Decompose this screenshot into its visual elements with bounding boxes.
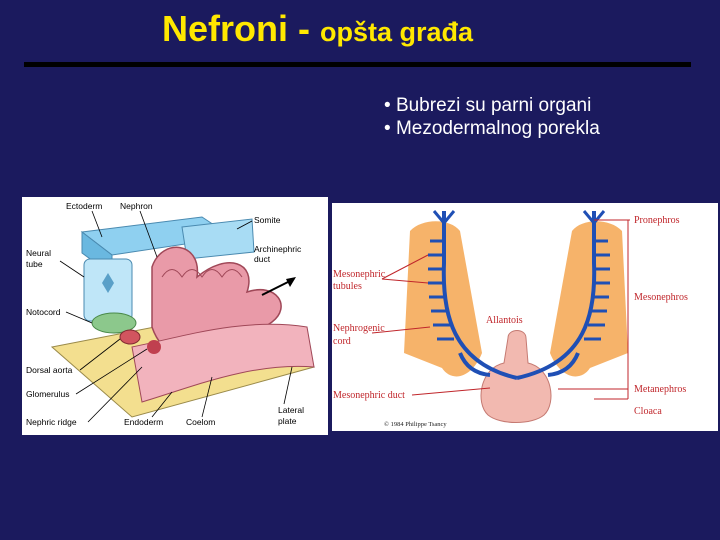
label-cloaca: Cloaca	[634, 406, 662, 417]
label-archinephric: Archinephric	[254, 244, 302, 254]
glomerulus	[147, 340, 161, 354]
label-endoderm: Endoderm	[124, 417, 163, 427]
bullet-list: Bubrezi su parni organi Mezodermalnog po…	[384, 94, 600, 140]
label-lateral-plate: plate	[278, 416, 297, 426]
kidney-development-diagram: Pronephros Mesonephric tubules Mesonephr…	[332, 203, 718, 431]
label-nephron: Nephron	[120, 201, 153, 211]
bullet-item: Mezodermalnog porekla	[384, 117, 600, 140]
arrow-head-icon	[286, 277, 296, 287]
label-pronephros: Pronephros	[634, 215, 680, 226]
slide-title: Nefroni - opšta građa	[162, 8, 473, 50]
embryo-diagram: Ectoderm Nephron Somite Archinephric duc…	[22, 197, 328, 435]
title-sub: opšta građa	[320, 17, 473, 47]
label-tubules: tubules	[333, 281, 362, 292]
label-nephrogenic-cord: cord	[333, 336, 351, 347]
label-nephric-ridge: Nephric ridge	[26, 417, 77, 427]
label-coelom: Coelom	[186, 417, 215, 427]
label-glomerulus: Glomerulus	[26, 389, 69, 399]
title-main: Nefroni -	[162, 8, 320, 49]
label-mesonephric-duct: Mesonephric duct	[333, 390, 405, 401]
label-lateral: Lateral	[278, 405, 304, 415]
label-ectoderm: Ectoderm	[66, 201, 102, 211]
kidney-development-figure: Pronephros Mesonephric tubules Mesonephr…	[332, 203, 718, 431]
label-archinephric-duct: duct	[254, 254, 271, 264]
dorsal-aorta	[120, 330, 140, 344]
label-allantois: Allantois	[486, 315, 523, 326]
label-dorsal-aorta: Dorsal aorta	[26, 365, 73, 375]
title-underline	[24, 62, 691, 67]
embryo-cross-section-figure: Ectoderm Nephron Somite Archinephric duc…	[22, 197, 328, 435]
label-notocord: Notocord	[26, 307, 61, 317]
label-somite: Somite	[254, 215, 281, 225]
label-mesonephros: Mesonephros	[634, 292, 688, 303]
bullet-item: Bubrezi su parni organi	[384, 94, 600, 117]
label-neural-tube: tube	[26, 259, 43, 269]
label-mesonephric-tubules: Mesonephric	[333, 269, 386, 280]
figure-copyright: © 1984 Philippe Tsancy	[384, 421, 447, 428]
label-nephrogenic: Nephrogenic	[333, 323, 385, 334]
right-nephrogenic-region	[550, 221, 628, 376]
label-metanephros: Metanephros	[634, 384, 686, 395]
label-neural: Neural	[26, 248, 51, 258]
